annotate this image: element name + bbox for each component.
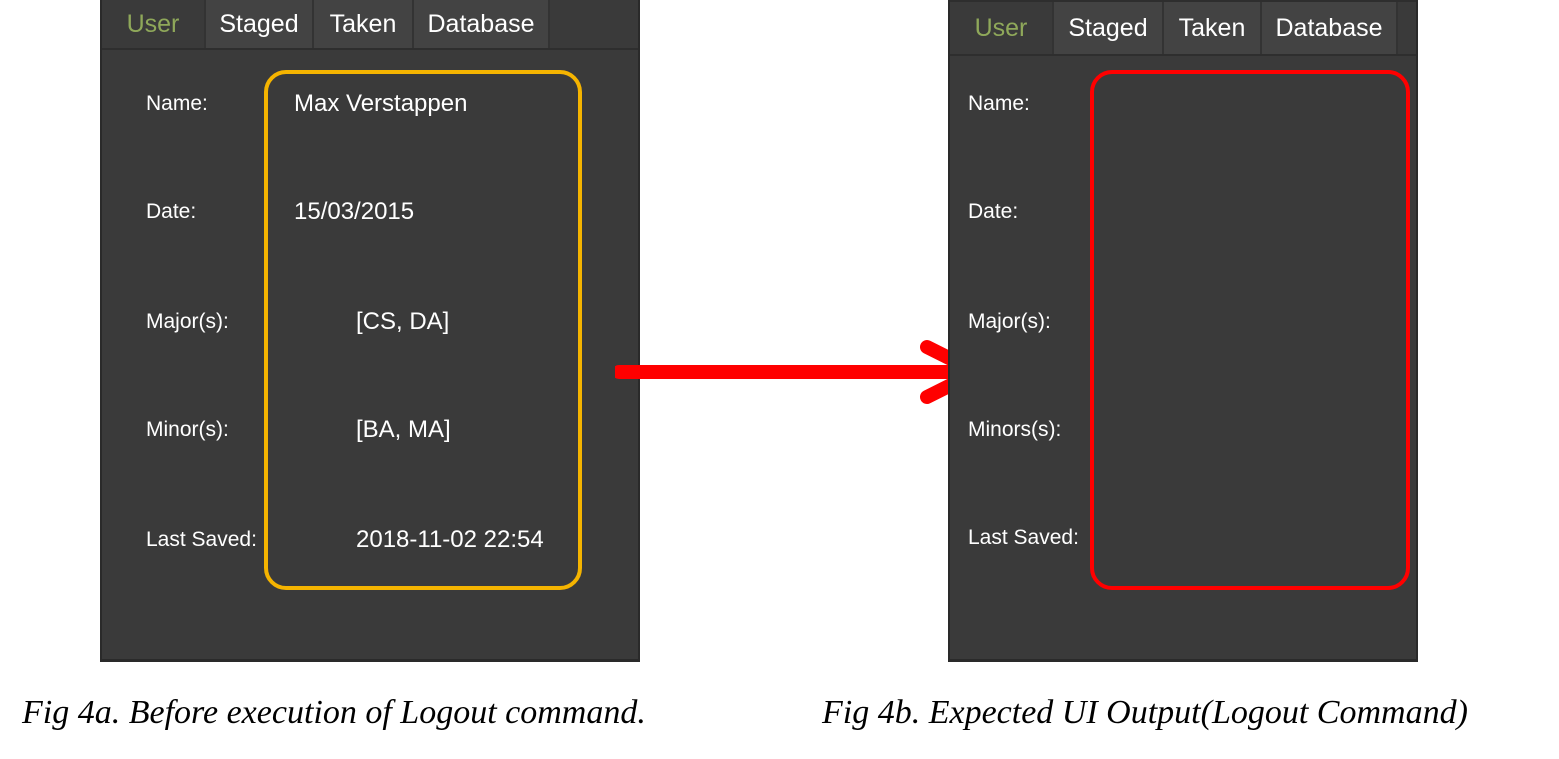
tab-bar: User Staged Taken Database <box>102 0 638 50</box>
minors-value: [BA, MA] <box>356 416 451 443</box>
last-saved-label: Last Saved: <box>968 526 1079 549</box>
highlight-box-after <box>1090 70 1410 590</box>
last-saved-label: Last Saved: <box>146 528 257 551</box>
majors-label: Major(s): <box>146 310 229 333</box>
minors-label: Minor(s): <box>146 418 229 441</box>
tab-staged[interactable]: Staged <box>206 0 314 48</box>
date-value: 15/03/2015 <box>294 198 415 225</box>
date-label: Date: <box>968 200 1019 223</box>
highlight-box-before <box>264 70 582 590</box>
tab-staged[interactable]: Staged <box>1054 2 1164 54</box>
tab-taken[interactable]: Taken <box>314 0 414 48</box>
name-label: Name: <box>146 92 208 115</box>
caption-fig-4b: Fig 4b. Expected UI Output(Logout Comman… <box>822 694 1468 731</box>
minors-label: Minors(s): <box>968 418 1062 441</box>
tab-user[interactable]: User <box>102 0 206 48</box>
user-panel-before: User Staged Taken Database Name: Date: M… <box>100 0 640 662</box>
caption-fig-4a: Fig 4a. Before execution of Logout comma… <box>22 694 646 731</box>
name-value: Max Verstappen <box>294 90 468 117</box>
user-panel-after: User Staged Taken Database Name: Date: M… <box>948 0 1418 662</box>
majors-value: [CS, DA] <box>356 308 450 335</box>
date-label: Date: <box>146 200 197 223</box>
name-label: Name: <box>968 92 1030 115</box>
tab-database[interactable]: Database <box>1262 2 1398 54</box>
tab-bar: User Staged Taken Database <box>950 0 1416 56</box>
last-saved-value: 2018-11-02 22:54 <box>356 526 544 553</box>
majors-label: Major(s): <box>968 310 1051 333</box>
tab-database[interactable]: Database <box>414 0 550 48</box>
right-arrow-icon <box>615 340 984 404</box>
tab-taken[interactable]: Taken <box>1164 2 1262 54</box>
tab-user[interactable]: User <box>950 2 1054 54</box>
